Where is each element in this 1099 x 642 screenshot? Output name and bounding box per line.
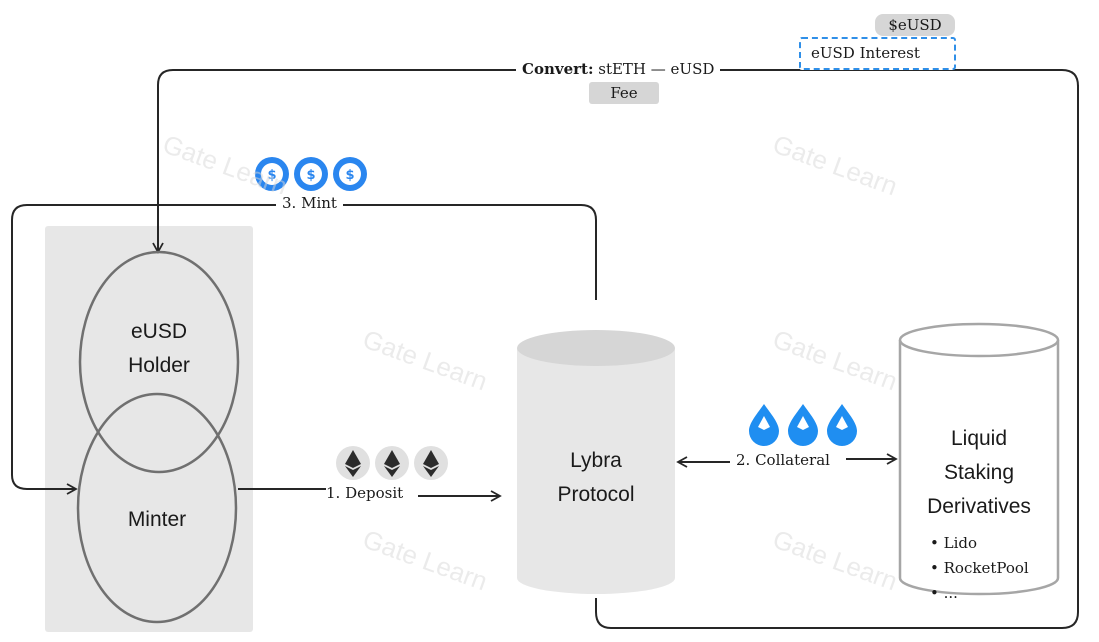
steth-drop-icon (788, 404, 818, 446)
eusd-interest-box: eUSD Interest (799, 37, 956, 70)
steth-drop-icon (749, 404, 779, 446)
lsd-item: • RocketPool (930, 559, 1029, 577)
convert-flow-line (595, 85, 1079, 629)
participant-panel (45, 226, 253, 632)
convert-top-line (152, 69, 1079, 254)
ethereum-icon (375, 446, 409, 480)
svg-text:$: $ (345, 168, 354, 183)
lsd-cylinder (898, 322, 1060, 596)
svg-text:$: $ (306, 168, 315, 183)
eusd-holder-line2: Holder (128, 354, 190, 377)
convert-label-text: stETH — eUSD (593, 60, 715, 78)
svg-text:$: $ (267, 168, 276, 183)
ethereum-icon (336, 446, 370, 480)
protocol-label: Lybra Protocol (526, 444, 666, 512)
lsd-item-text: ... (943, 584, 958, 602)
eusd-coin-icon: $ (294, 157, 328, 191)
lsd-line2: Staking (943, 461, 1015, 484)
steth-drop-icon (827, 404, 857, 446)
lsd-line3: Derivatives (927, 495, 1031, 518)
eusd-coin-icon: $ (333, 157, 367, 191)
minter-circle (76, 392, 238, 624)
convert-label-bold: Convert: (522, 60, 594, 78)
protocol-line2: Protocol (557, 483, 635, 506)
ethereum-icon (414, 446, 448, 480)
eusd-holder-line1: eUSD (130, 320, 188, 343)
mint-flow-line (11, 204, 597, 495)
lsd-label: Liquid Staking Derivatives (903, 422, 1055, 524)
protocol-cylinder (517, 330, 675, 594)
eusd-tag: $eUSD (875, 14, 955, 36)
holder-circle (78, 250, 240, 474)
lsd-item-text: Lido (943, 534, 978, 552)
collateral-label: 2. Collateral (736, 451, 830, 469)
fee-badge: Fee (589, 82, 659, 104)
convert-label: Convert: stETH — eUSD (516, 60, 721, 78)
eusd-coin-icon: $ (255, 157, 289, 191)
mint-label: 3. Mint (276, 194, 343, 212)
lsd-line1: Liquid (950, 427, 1008, 450)
minter-label: Minter (127, 508, 187, 531)
lsd-item: • ... (930, 584, 958, 602)
eusd-holder-label: eUSD Holder (89, 315, 229, 383)
protocol-line1: Lybra (570, 449, 622, 472)
deposit-label: 1. Deposit (326, 484, 404, 502)
lsd-item: • Lido (930, 534, 978, 552)
lsd-item-text: RocketPool (943, 559, 1029, 577)
